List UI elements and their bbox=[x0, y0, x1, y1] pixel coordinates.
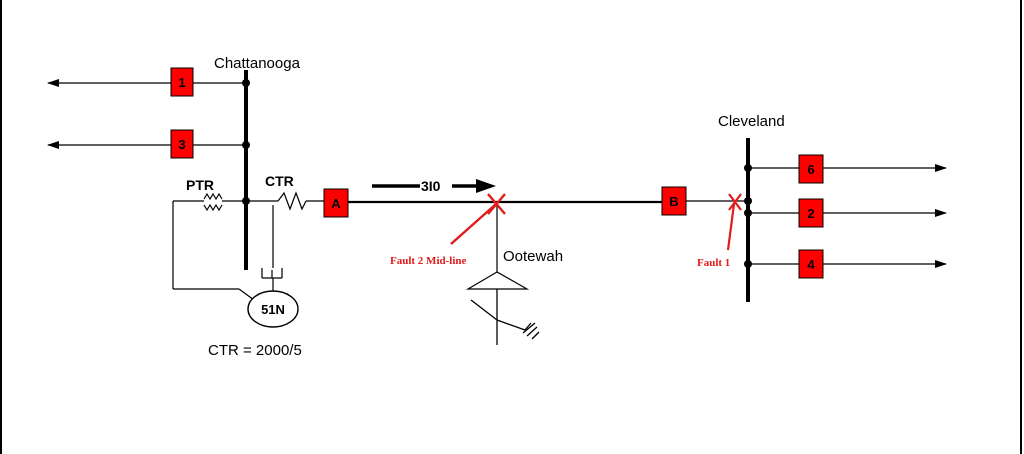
breaker-2: 2 bbox=[798, 198, 824, 228]
svg-text:1: 1 bbox=[178, 75, 185, 90]
svg-text:2: 2 bbox=[807, 206, 814, 221]
pt-lead-to-relay bbox=[238, 288, 255, 301]
feeder-4-junction bbox=[744, 260, 752, 268]
feeder-2-junction bbox=[744, 209, 752, 217]
breaker-6: 6 bbox=[798, 154, 824, 184]
breaker-1: 1 bbox=[170, 67, 194, 97]
fault-1-label: Fault 1 bbox=[697, 257, 730, 269]
svg-text:6: 6 bbox=[807, 162, 814, 177]
feeder-1-junction bbox=[242, 79, 250, 87]
feeder-3-junction bbox=[242, 141, 250, 149]
3i0-label: 3I0 bbox=[421, 178, 441, 194]
relay-51n: 51N bbox=[247, 290, 299, 328]
svg-text:51N: 51N bbox=[261, 302, 285, 317]
svg-text:A: A bbox=[331, 196, 341, 211]
svg-text:3: 3 bbox=[178, 137, 185, 152]
3i0-arrowhead-icon bbox=[476, 179, 496, 193]
ptr-coil-icon bbox=[203, 192, 223, 212]
ootewah-label: Ootewah bbox=[503, 248, 563, 265]
chattanooga-label: Chattanooga bbox=[214, 55, 301, 72]
fault-2-marker-icon bbox=[450, 193, 506, 245]
cleveland-label: Cleveland bbox=[718, 113, 785, 130]
svg-text:4: 4 bbox=[807, 257, 815, 272]
ctr-coil-icon bbox=[277, 191, 307, 211]
ctr-label: CTR bbox=[265, 173, 294, 189]
breaker-3: 3 bbox=[170, 129, 194, 159]
fault-2-label: Fault 2 Mid-line bbox=[390, 255, 467, 267]
svg-text:B: B bbox=[669, 194, 678, 209]
ct-ground-bracket-icon bbox=[261, 268, 283, 279]
ctr-ratio-label: CTR = 2000/5 bbox=[208, 342, 302, 359]
line-junction-cleveland bbox=[744, 197, 752, 205]
transformer-delta-icon bbox=[465, 271, 530, 290]
breaker-b: B bbox=[661, 186, 687, 216]
fault-1-marker-icon bbox=[726, 193, 742, 251]
breaker-a: A bbox=[323, 188, 349, 218]
ptr-label: PTR bbox=[186, 177, 214, 193]
feeder-6-junction bbox=[744, 164, 752, 172]
transformer-wye-ground-icon bbox=[470, 289, 540, 345]
breaker-4: 4 bbox=[798, 249, 824, 279]
